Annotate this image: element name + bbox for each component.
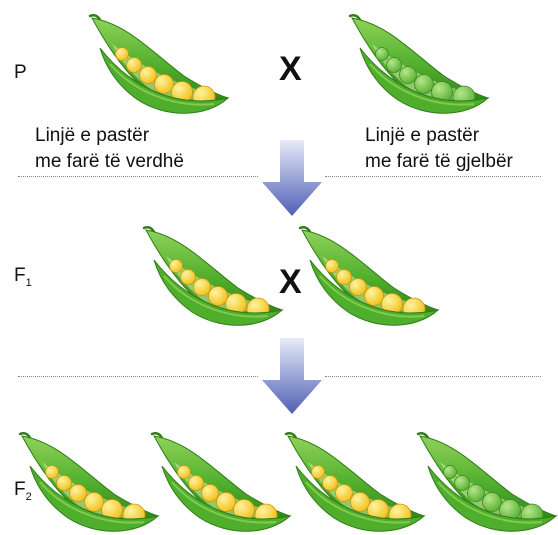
- down-arrow-f1-to-f2: [262, 338, 322, 414]
- pea-seed-yellow: [170, 260, 183, 273]
- pea-seed-yellow: [70, 485, 87, 502]
- pea-pod-yellow: [90, 15, 228, 113]
- pea-seed-yellow: [155, 75, 174, 94]
- pods: [20, 15, 556, 531]
- pea-seed-yellow: [57, 476, 72, 491]
- pea-seed-green: [376, 48, 389, 61]
- pea-seed-green: [455, 476, 470, 491]
- pea-seed-green: [415, 75, 434, 94]
- pea-seed-yellow: [365, 287, 384, 306]
- pea-pod-yellow: [144, 227, 282, 325]
- pea-seed-yellow: [209, 287, 228, 306]
- pea-pod-yellow: [286, 433, 424, 531]
- pea-seed-yellow: [85, 493, 104, 512]
- arrows: [262, 140, 322, 414]
- pea-seed-yellow: [189, 476, 204, 491]
- pea-seed-yellow: [351, 493, 370, 512]
- pea-seed-green: [468, 485, 485, 502]
- pea-seed-green: [483, 493, 502, 512]
- pea-seed-yellow: [336, 485, 353, 502]
- pea-pod-green: [350, 15, 488, 113]
- pea-seed-yellow: [194, 279, 211, 296]
- pea-seed-green: [444, 466, 457, 479]
- pea-seed-yellow: [181, 270, 196, 285]
- pea-seed-yellow: [202, 485, 219, 502]
- pea-pod-yellow: [152, 433, 290, 531]
- pea-seed-yellow: [178, 466, 191, 479]
- pea-seed-yellow: [326, 260, 339, 273]
- pea-seed-yellow: [312, 466, 325, 479]
- pea-seed-yellow: [350, 279, 367, 296]
- pea-seed-green: [387, 58, 402, 73]
- pea-seed-yellow: [217, 493, 236, 512]
- pea-seed-yellow: [337, 270, 352, 285]
- pea-seed-yellow: [323, 476, 338, 491]
- down-arrow-p-to-f1: [262, 140, 322, 216]
- pea-pod-yellow: [300, 227, 438, 325]
- pea-seed-yellow: [46, 466, 59, 479]
- pea-pod-yellow: [20, 433, 158, 531]
- pea-seed-yellow: [116, 48, 129, 61]
- pea-pod-green: [418, 433, 556, 531]
- pea-seed-yellow: [127, 58, 142, 73]
- pea-seed-yellow: [140, 67, 157, 84]
- pea-seed-green: [400, 67, 417, 84]
